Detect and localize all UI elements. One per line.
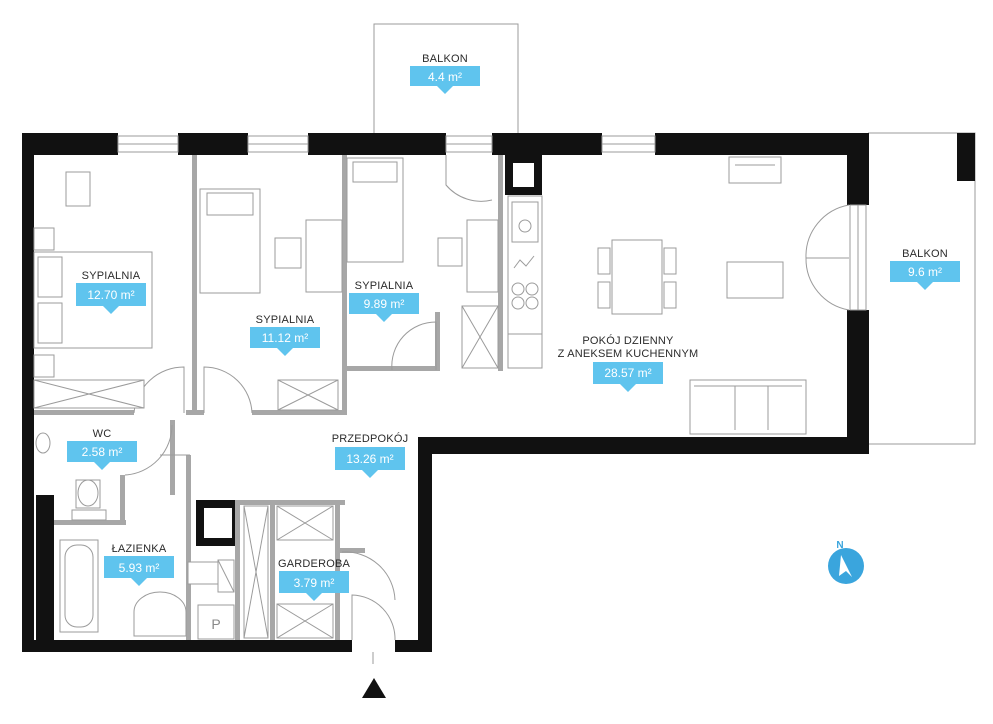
room-area: 3.79 m² xyxy=(294,576,335,590)
area-badge xyxy=(593,362,663,392)
room-label-sypialnia-2: SYPIALNIA 11.12 m² xyxy=(250,314,320,356)
area-badge xyxy=(349,293,419,322)
room-area: 11.12 m² xyxy=(262,331,308,345)
area-badge xyxy=(76,283,146,314)
room-name: WC xyxy=(93,428,112,440)
area-badge xyxy=(890,261,960,290)
kitchen-living-furniture xyxy=(507,156,807,435)
room-area: 9.6 m² xyxy=(908,265,942,279)
compass-letter: N xyxy=(836,540,843,551)
bedroom-3-furniture xyxy=(346,157,499,369)
room-name: ŁAZIENKA xyxy=(112,543,167,555)
windows xyxy=(117,135,867,311)
wardrobes xyxy=(243,505,334,639)
balcony-right-outline xyxy=(868,132,976,445)
room-area: 9.89 m² xyxy=(364,297,405,311)
room-area: 4.4 m² xyxy=(428,70,462,84)
area-badge xyxy=(410,66,480,94)
area-badge xyxy=(335,447,405,478)
room-label-sypialnia-3: SYPIALNIA 9.89 m² xyxy=(349,280,419,322)
room-name: BALKON xyxy=(902,248,948,260)
room-label-przedpokoj: PRZEDPOKÓJ 13.26 m² xyxy=(332,432,409,478)
room-name: BALKON xyxy=(422,53,468,65)
room-label-pokoj-dzienny: POKÓJ DZIENNY Z ANEKSEM KUCHENNYM 28.57 … xyxy=(558,334,699,392)
area-badge xyxy=(279,571,349,601)
room-area: 5.93 m² xyxy=(119,561,160,575)
doors xyxy=(124,155,850,664)
room-label-balkon-right: BALKON 9.6 m² xyxy=(890,248,960,290)
compass-icon: N xyxy=(828,540,864,584)
room-name: SYPIALNIA xyxy=(256,314,315,326)
area-badge xyxy=(250,327,320,356)
room-area: 2.58 m² xyxy=(82,445,123,459)
room-area: 13.26 m² xyxy=(346,452,393,466)
room-area: 28.57 m² xyxy=(604,366,651,380)
room-name: PRZEDPOKÓJ xyxy=(332,432,409,445)
bedroom-2-furniture xyxy=(199,188,343,411)
room-name: SYPIALNIA xyxy=(355,280,414,292)
room-label-sypialnia-1: SYPIALNIA 12.70 m² xyxy=(76,270,146,314)
room-label-garderoba: GARDEROBA 3.79 m² xyxy=(278,558,351,601)
entrance-arrow-icon xyxy=(362,678,386,698)
parking-symbol: P xyxy=(211,616,220,632)
area-badge xyxy=(104,556,174,586)
room-label-wc: WC 2.58 m² xyxy=(67,428,137,470)
room-label-lazienka: ŁAZIENKA 5.93 m² xyxy=(104,543,174,586)
balcony-top-outline xyxy=(373,23,519,133)
room-label-balkon-top: BALKON 4.4 m² xyxy=(410,53,480,94)
bathroom-fixtures: P xyxy=(35,432,235,640)
room-area: 12.70 m² xyxy=(87,288,134,302)
room-name: GARDEROBA xyxy=(278,558,351,570)
exterior-walls xyxy=(22,133,869,652)
room-name-line-2: Z ANEKSEM KUCHENNYM xyxy=(558,348,699,360)
room-name: SYPIALNIA xyxy=(82,270,141,282)
room-name-line-1: POKÓJ DZIENNY xyxy=(582,334,674,347)
area-badge xyxy=(67,441,137,470)
interior-partitions xyxy=(34,155,503,640)
